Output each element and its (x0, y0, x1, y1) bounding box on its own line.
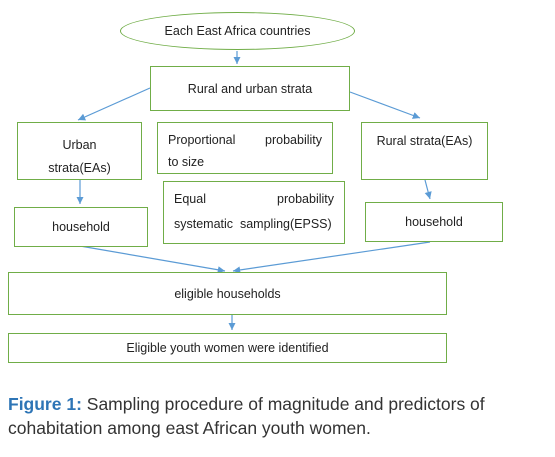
pps-node: Proportional probability to size (157, 122, 333, 174)
eligible-women-label: Eligible youth women were identified (126, 341, 329, 355)
rural-label: Rural strata(EAs) (376, 134, 473, 148)
strata-node: Rural and urban strata (150, 66, 350, 111)
epss-line2: systematic sampling(EPSS) (174, 217, 332, 231)
urban-strata-node: Urban strata(EAs) (17, 122, 142, 180)
household-right-label: household (405, 215, 463, 229)
pps-word2: probability (265, 133, 322, 147)
each-country-label: Each East Africa countries (164, 24, 311, 38)
arrow-strata-to-urban (77, 87, 151, 121)
eligible-households-node: eligible households (8, 272, 447, 315)
arrow-right-household-to-eligible (232, 241, 431, 274)
urban-line1: Urban (62, 138, 97, 152)
rural-strata-node: Rural strata(EAs) (361, 122, 488, 180)
arrow-strata-to-rural (349, 91, 421, 119)
eligible-households-label: eligible households (174, 286, 281, 301)
figure-caption: Figure 1: Sampling procedure of magnitud… (8, 392, 548, 440)
household-right-node: household (365, 202, 503, 242)
each-country-node: Each East Africa countries (120, 12, 355, 50)
household-left-label: household (52, 220, 110, 234)
epss-node: Equal probability systematic sampling(EP… (163, 181, 345, 244)
epss-word1: Equal (174, 192, 206, 206)
pps-word1: Proportional (168, 133, 236, 147)
urban-line2: strata(EAs) (48, 161, 111, 175)
strata-label: Rural and urban strata (187, 81, 313, 96)
pps-line2: to size (168, 155, 205, 169)
household-left-node: household (14, 207, 148, 247)
connector-arrows (76, 51, 432, 330)
arrow-rural-to-household (424, 179, 432, 200)
caption-text: Sampling procedure of magnitude and pred… (8, 394, 485, 438)
epss-word2: probability (277, 192, 334, 206)
arrow-left-household-to-eligible (79, 245, 226, 274)
caption-label: Figure 1: (8, 394, 82, 414)
eligible-women-node: Eligible youth women were identified (8, 333, 447, 363)
